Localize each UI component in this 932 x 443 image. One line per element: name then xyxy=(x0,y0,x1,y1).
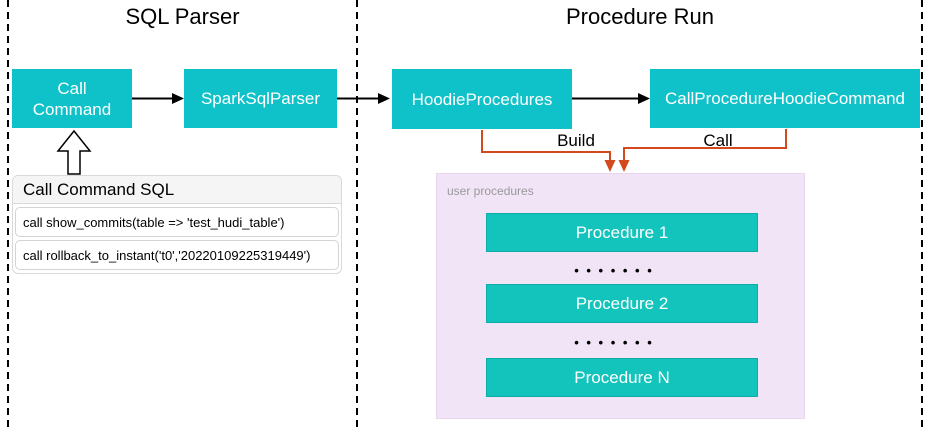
arrow-sparksqlparser-to-hoodieprocedures xyxy=(337,93,390,104)
call-command-sql-panel: Call Command SQL call show_commits(table… xyxy=(12,175,342,274)
procedure-1-node: Procedure 1 xyxy=(486,213,758,252)
right-dashed-border xyxy=(921,0,923,430)
sql-panel-header: Call Command SQL xyxy=(13,176,341,204)
call-command-node: Call Command xyxy=(12,69,132,128)
hoodie-procedures-label: HoodieProcedures xyxy=(411,89,553,109)
ellipsis-dots: • • • • • • • xyxy=(574,263,654,278)
section-divider-dashed xyxy=(356,0,358,430)
procedure-n-node: Procedure N xyxy=(486,358,758,397)
call-procedure-hoodie-command-label: CallProcedureHoodieCommand xyxy=(664,89,905,108)
call-edge-label: Call xyxy=(703,131,733,150)
sql-example-row: call show_commits(table => 'test_hudi_ta… xyxy=(15,207,339,237)
hoodie-procedures-node: HoodieProcedures xyxy=(392,69,572,129)
user-procedures-panel: user procedures Procedure 1 • • • • • • … xyxy=(436,173,805,419)
procedure-2-node: Procedure 2 xyxy=(486,284,758,323)
user-procedures-label: user procedures xyxy=(447,184,534,198)
ellipsis-dots: • • • • • • • xyxy=(574,335,654,350)
call-procedure-hoodie-command-node: CallProcedureHoodieCommand xyxy=(650,69,920,128)
call-command-label: Call Command xyxy=(32,78,112,119)
sql-example-row: call rollback_to_instant('t0','202201092… xyxy=(15,240,339,270)
left-dashed-border xyxy=(7,0,9,430)
spark-sql-parser-label: SparkSqlParser xyxy=(200,89,321,108)
sql-parser-section-title: SQL Parser xyxy=(125,4,240,29)
arrow-hoodieprocedures-to-callprocedurehoodiecommand xyxy=(572,93,650,104)
procedure-run-section-title: Procedure Run xyxy=(566,4,714,29)
arrow-callcommand-to-sparksqlparser xyxy=(132,93,184,104)
up-arrow-icon xyxy=(56,129,92,175)
build-edge-label: Build xyxy=(557,131,595,150)
spark-sql-parser-node: SparkSqlParser xyxy=(184,69,337,128)
